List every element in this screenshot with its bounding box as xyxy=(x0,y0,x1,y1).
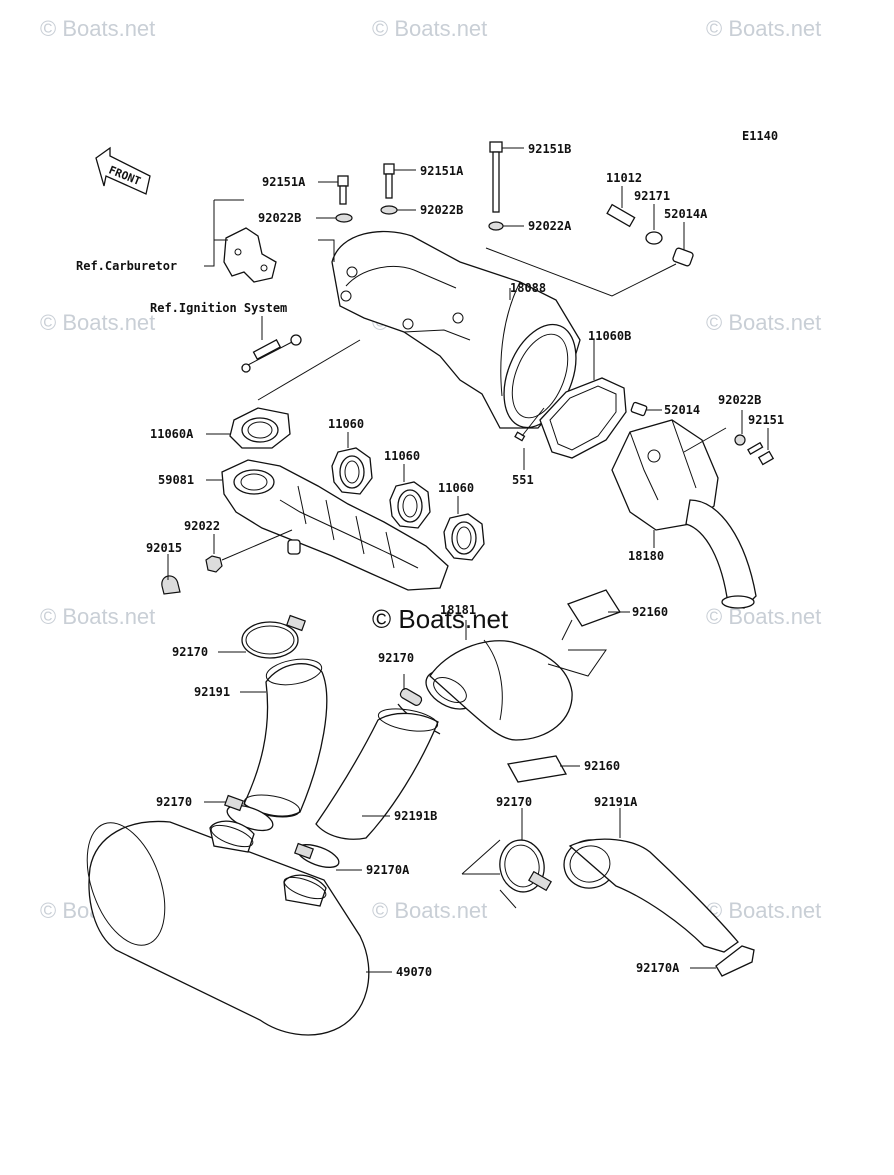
label-92022: 92022 xyxy=(184,519,220,533)
label-18088: 18088 xyxy=(510,281,546,295)
carburetor-bracket xyxy=(204,199,277,283)
label-52014A: 52014A xyxy=(664,207,708,221)
bolt-92151-right xyxy=(747,428,775,466)
label-92191A: 92191A xyxy=(594,795,638,809)
watermark: © Boats.net xyxy=(40,310,155,335)
clamp-92170-right xyxy=(461,808,552,909)
hose-52014A xyxy=(485,222,694,297)
label-92022B-mid: 92022B xyxy=(420,203,463,217)
silencer-49070 xyxy=(86,820,392,1036)
label-11060-2: 11060 xyxy=(384,449,420,463)
label-92171: 92171 xyxy=(634,189,670,203)
pin-551 xyxy=(514,407,545,470)
gasket-11060A xyxy=(206,339,361,449)
ref-carburetor: Ref.Carburetor xyxy=(76,259,177,273)
label-11012: 11012 xyxy=(606,171,642,185)
gasket-11060-2 xyxy=(389,464,431,529)
label-92022B-right: 92022B xyxy=(718,393,761,407)
watermark-center: © Boats.net xyxy=(372,604,509,634)
watermark: © Boats.net xyxy=(706,16,821,41)
nut-92022 xyxy=(205,529,293,573)
label-59081: 59081 xyxy=(158,473,194,487)
front-arrow-icon: FRONT xyxy=(95,146,151,195)
washer-92022B-right xyxy=(734,410,746,446)
label-49070: 49070 xyxy=(396,965,432,979)
watermark: © Boats.net xyxy=(706,604,821,629)
exhaust-pipe-18088 xyxy=(318,230,581,429)
watermark: © Boats.net xyxy=(706,898,821,923)
cap-nut-92015 xyxy=(161,554,181,595)
label-52014: 52014 xyxy=(664,403,700,417)
bolt-92151A-right xyxy=(383,163,416,199)
label-551: 551 xyxy=(512,473,534,487)
part-labels: 92151B 92151A 92151A 92022B 92022B 92022… xyxy=(146,142,784,979)
ignition-cable xyxy=(241,316,302,373)
label-92160-top: 92160 xyxy=(632,605,668,619)
label-92191: 92191 xyxy=(194,685,230,699)
bolt-92151A-left xyxy=(318,175,349,205)
washers-top xyxy=(316,205,524,231)
label-11060A: 11060A xyxy=(150,427,194,441)
watermark: © Boats.net xyxy=(40,16,155,41)
label-92170-right: 92170 xyxy=(496,795,532,809)
clip-92171 xyxy=(645,204,663,245)
label-92151: 92151 xyxy=(748,413,784,427)
pipe-92191B xyxy=(315,708,439,840)
bolt-92151B xyxy=(489,141,524,213)
pipe-92191 xyxy=(240,658,328,818)
ref-ignition-system: Ref.Ignition System xyxy=(150,301,287,315)
clamp-92170A-mid xyxy=(294,842,362,871)
clamp-92170A-right xyxy=(690,945,755,977)
pipe-92191A xyxy=(563,808,739,953)
label-92160-bottom: 92160 xyxy=(584,759,620,773)
diagram-code: E1140 xyxy=(742,129,778,143)
label-92170-mid: 92170 xyxy=(378,651,414,665)
watermark: © Boats.net xyxy=(372,898,487,923)
label-11060B: 11060B xyxy=(588,329,631,343)
label-92151A-right: 92151A xyxy=(420,164,464,178)
stud-52014 xyxy=(630,401,662,417)
pad-92160-top xyxy=(561,589,630,641)
label-92151B: 92151B xyxy=(528,142,571,156)
label-92170A-mid: 92170A xyxy=(366,863,410,877)
label-92191B: 92191B xyxy=(394,809,437,823)
watermark: © Boats.net xyxy=(372,16,487,41)
manifold-59081 xyxy=(206,459,449,591)
gasket-11060-1 xyxy=(331,432,373,495)
label-92022A: 92022A xyxy=(528,219,572,233)
fitting-11012 xyxy=(606,186,636,228)
clamp-92170-top xyxy=(218,614,306,659)
pad-92160-bottom xyxy=(506,755,580,783)
label-92015: 92015 xyxy=(146,541,182,555)
label-18181: 18181 xyxy=(440,603,476,617)
gasket-11060-3 xyxy=(443,496,485,561)
label-92022B-left: 92022B xyxy=(258,211,301,225)
label-11060-3: 11060 xyxy=(438,481,474,495)
label-92170-top: 92170 xyxy=(172,645,208,659)
label-11060-1: 11060 xyxy=(328,417,364,431)
label-92170A-right: 92170A xyxy=(636,961,680,975)
gasket-11060B xyxy=(539,340,627,459)
label-18180: 18180 xyxy=(628,549,664,563)
pipe-18181 xyxy=(425,620,607,741)
label-92151A-left: 92151A xyxy=(262,175,306,189)
watermark: © Boats.net xyxy=(706,310,821,335)
muffler-18180 xyxy=(611,419,757,609)
label-92170-lower: 92170 xyxy=(156,795,192,809)
watermark: © Boats.net xyxy=(40,604,155,629)
